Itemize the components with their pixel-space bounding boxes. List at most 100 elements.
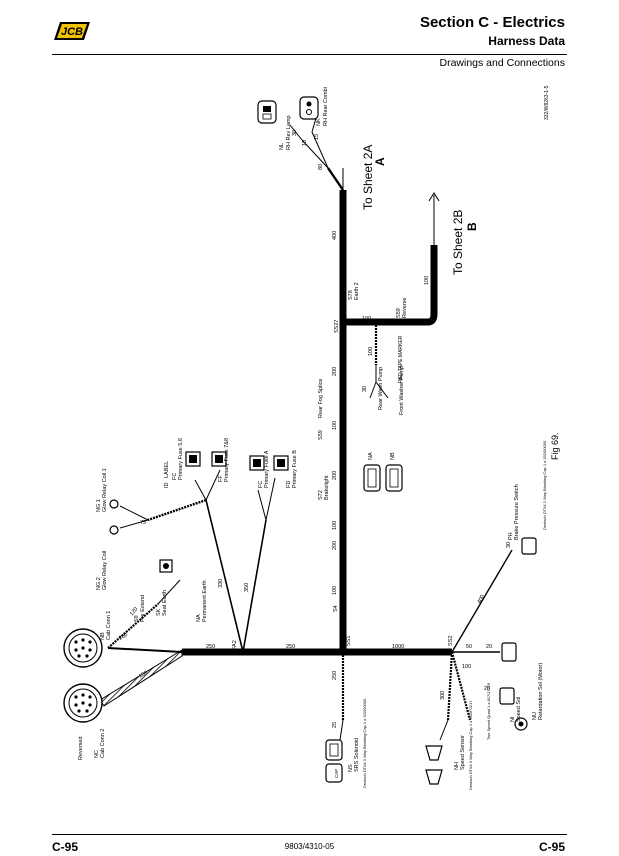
component-label: Seat Earth [162,590,168,616]
part-note: Deutsch DT04 3 Way Blanking Cap 1 x 332/… [468,700,473,790]
branch-line [339,719,344,741]
length-label: 100 [332,586,338,595]
fuse-branch [194,479,207,501]
length-label: 200 [332,541,338,550]
component-label: NG 1 [96,499,102,512]
length-label: 250 [206,644,215,650]
glow-relay-branch [147,498,207,522]
length-label: 250 [332,671,338,680]
branch-line [311,131,329,169]
page-number-left: C-95 [52,840,79,854]
component-label: SRS Solenoid [354,738,360,772]
component-label: NA [196,614,202,622]
component-label: SK [156,608,162,616]
splice-label: SS2 [448,636,454,646]
component-label: NU [532,712,538,720]
component-label: Primary Fuse 5,6 [178,438,184,480]
cap-label: CAP [334,769,339,778]
length-label: 1000 [392,644,404,650]
fuse-branch [205,469,221,501]
primary-fuse-icon [185,451,289,471]
splice-label: FA2 [232,640,238,650]
component-label: LABEL [164,461,170,478]
part-note: Deutsch DT04 3 Way Blanking Cap 1 x 332/… [362,698,367,788]
arrow-head [428,192,440,202]
branch-line [439,719,449,741]
length-label: 100 [138,670,149,680]
component-label: Rear Wash Pump [378,367,384,410]
length-label: 20 [484,686,490,692]
length-label: 25 [332,722,338,728]
component-label: ID [164,482,170,488]
component-label: S9 [134,615,140,622]
component-label: Brakelight [324,475,330,500]
figure-label: Fig 69. [550,432,560,460]
speed-sol-branch [450,651,472,721]
length-label: 100 [332,421,338,430]
brake-pressure-switch-connector [521,537,537,555]
component-label: NC [94,750,100,758]
front-washer-pump-connector [385,464,403,492]
branch-line [119,505,149,521]
page-number-right: C-95 [538,840,565,854]
component-label: NI [510,716,516,722]
component-label: NS [348,764,354,772]
seat-earth-icon [159,559,173,573]
component-label: Retardation Sol (Motor) [538,663,544,720]
length-label: 30 [292,130,298,136]
component-label: Cab Conn 2 [100,729,106,758]
part-note: Deutsch DT04 2 Way Blanking Cap 1 x 332/… [542,440,547,530]
component-label: NK [316,118,322,126]
component-label: Glow Relay Coil [102,551,108,590]
length-label: 400 [332,231,338,240]
component-label: NH [454,762,460,770]
component-label: Speed Sol [516,697,522,722]
length-label: 300 [440,691,446,700]
component-label: NG 2 [96,577,102,590]
blanking-cap-icon [325,763,343,783]
length-label: 100 [424,276,430,285]
branch-line [107,647,183,653]
length-label: 120 [129,606,140,617]
component-label: Primary Fuse A [264,450,270,488]
branch-line [375,381,389,399]
sheet-b-letter: B [465,222,479,231]
cab-conn-1-connector [63,628,103,668]
length-label: 100 [362,316,371,322]
part-note: Two Speed Quad 1 x 817/17276 [486,682,491,740]
srs-solenoid-connector [325,739,343,761]
earth-branch [157,579,181,605]
component-label: NB [100,632,106,640]
component-label: RH Rear Combi [323,87,329,126]
speed-sol-icon [514,717,528,731]
component-label: Cab Conn 1 [106,611,112,640]
component-label: FD [286,481,292,488]
component-label: Reversed [78,736,84,760]
length-label: 200 [332,471,338,480]
length-label: 330 [218,579,224,588]
length-label: 30 [506,542,512,548]
length-label: 200 [332,367,338,376]
fuse-branch [205,499,244,653]
harness-diagram: 332/W8263-1-5 NL RH Rev Lamp NK RH Rear … [0,66,619,832]
length-label: 15 [314,134,320,140]
component-label: FC [172,473,178,480]
earth-branch [107,603,159,649]
cab-conn-2-connector [63,683,103,723]
jcb-logo: JCB [52,18,92,44]
component-label: Earth 2 [354,282,360,300]
retardation-sol-connector [501,642,517,662]
component-label: Glow Relay Coil 1 [102,468,108,512]
length-label: 80 [318,164,324,170]
length-labels: 400 100 100 200 100 100 200 100 200 100 … [118,130,512,728]
cab-conn-2-branch [99,649,183,707]
component-label: Primary Fuse B [292,450,298,488]
section-subtitle: Harness Data [488,34,565,48]
component-label: RH Rev Lamp [286,115,292,150]
component-label: Reverse [402,298,408,318]
component-label: Speed Sensor [460,735,466,770]
fuse-branch [257,489,267,521]
branch-line [369,381,377,399]
component-label: Permanent Earth [202,580,208,622]
component-label: FC [258,481,264,488]
